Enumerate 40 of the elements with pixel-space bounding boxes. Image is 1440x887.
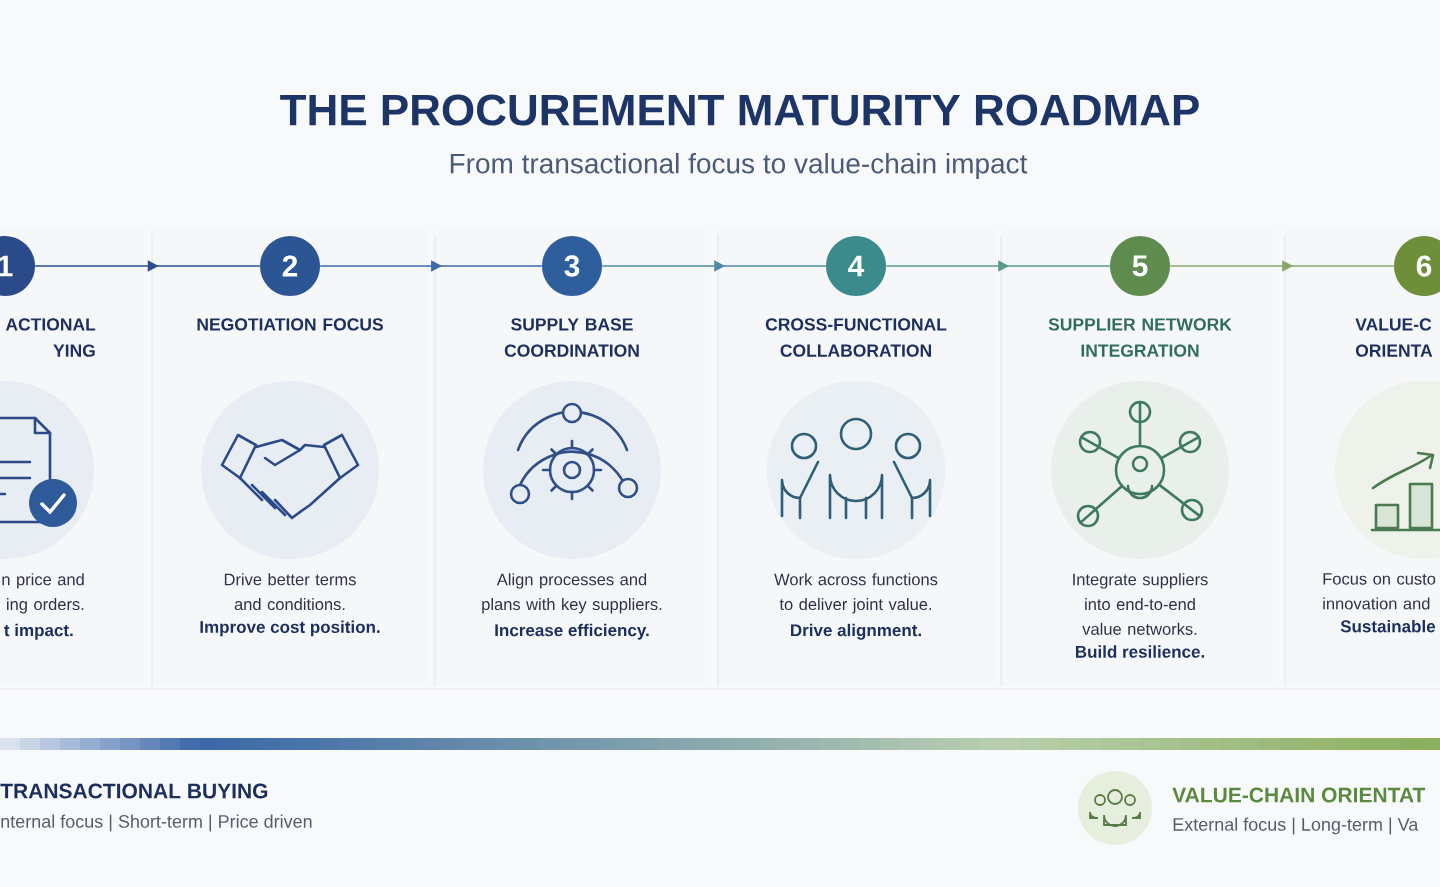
step-title: VALUE-C ORIENTA [1355, 318, 1433, 357]
step-number: 5 [1110, 236, 1170, 296]
node-text: NEGOTIATION FOCUS Drive better terms and conditions. Improve cost position. [197, 318, 383, 637]
step-description: Work across functions to deliver joint value. [774, 573, 938, 614]
arrow [319, 260, 543, 272]
step-number: 6 [1394, 236, 1440, 296]
step-title: NEGOTIATION FOCUS [197, 318, 383, 331]
node-text: SUPPLY BASE COORDINATION Align processes and plans with key suppliers. Increase efficiency. [482, 318, 662, 640]
step-description: Align processes and plans with key suppliers. [482, 573, 662, 614]
step-number: 3 [542, 236, 602, 296]
node-text: ACTIONAL YING n price and ing orders. t impact. [2, 318, 96, 640]
node-text: SUPPLIER NETWORK INTEGRATION Integrate suppliers into end-to-end value networks. Build resilience. [1048, 318, 1232, 658]
step-outcome: Build resilience. [1075, 645, 1205, 658]
step-number: 4 [826, 236, 886, 296]
stage-traits: nternal focus | Short-term | Price driven [1, 814, 312, 832]
title: THE PROCUREMENT MATURITY ROADMAP [280, 94, 1199, 126]
step-description: Focus on custo innovation and [1323, 573, 1436, 610]
step-title: SUPPLY BASE COORDINATION [504, 318, 639, 357]
step-description: Integrate suppliers into end-to-end value networks. [1073, 573, 1208, 635]
arrow [1169, 260, 1395, 272]
step-outcome: Sustainable [1340, 619, 1436, 633]
node-text: CROSS-FUNCTIONAL COLLABORATION Work across functions to deliver joint value. Drive alignment. [765, 318, 947, 640]
step-outcome: Increase efficiency. [495, 623, 649, 640]
step-title: SUPPLIER NETWORK INTEGRATION [1048, 318, 1232, 357]
step-outcome: Drive alignment. [791, 623, 921, 640]
step-outcome: Improve cost position. [200, 620, 380, 637]
stage-label: TRANSACTIONAL BUYING [0, 783, 268, 799]
step-title: ACTIONAL YING [5, 318, 96, 357]
step-title: CROSS-FUNCTIONAL COLLABORATION [765, 318, 947, 357]
stage-traits: External focus | Long-term | Va [1173, 817, 1419, 835]
subtitle: From transactional focus to value-chain impact [450, 152, 1028, 180]
stage-label: VALUE-CHAIN ORIENTAT [1172, 787, 1426, 803]
step-number: 2 [260, 236, 320, 296]
node-text: VALUE-C ORIENTA Focus on custo innovation and Sustainable [1323, 318, 1436, 633]
arrow [885, 260, 1111, 272]
arrow [34, 260, 261, 272]
step-description: Drive better terms and conditions. [224, 573, 356, 611]
step-outcome: t impact. [4, 623, 73, 640]
arrow [601, 260, 827, 272]
step-description: n price and ing orders. [2, 573, 84, 614]
